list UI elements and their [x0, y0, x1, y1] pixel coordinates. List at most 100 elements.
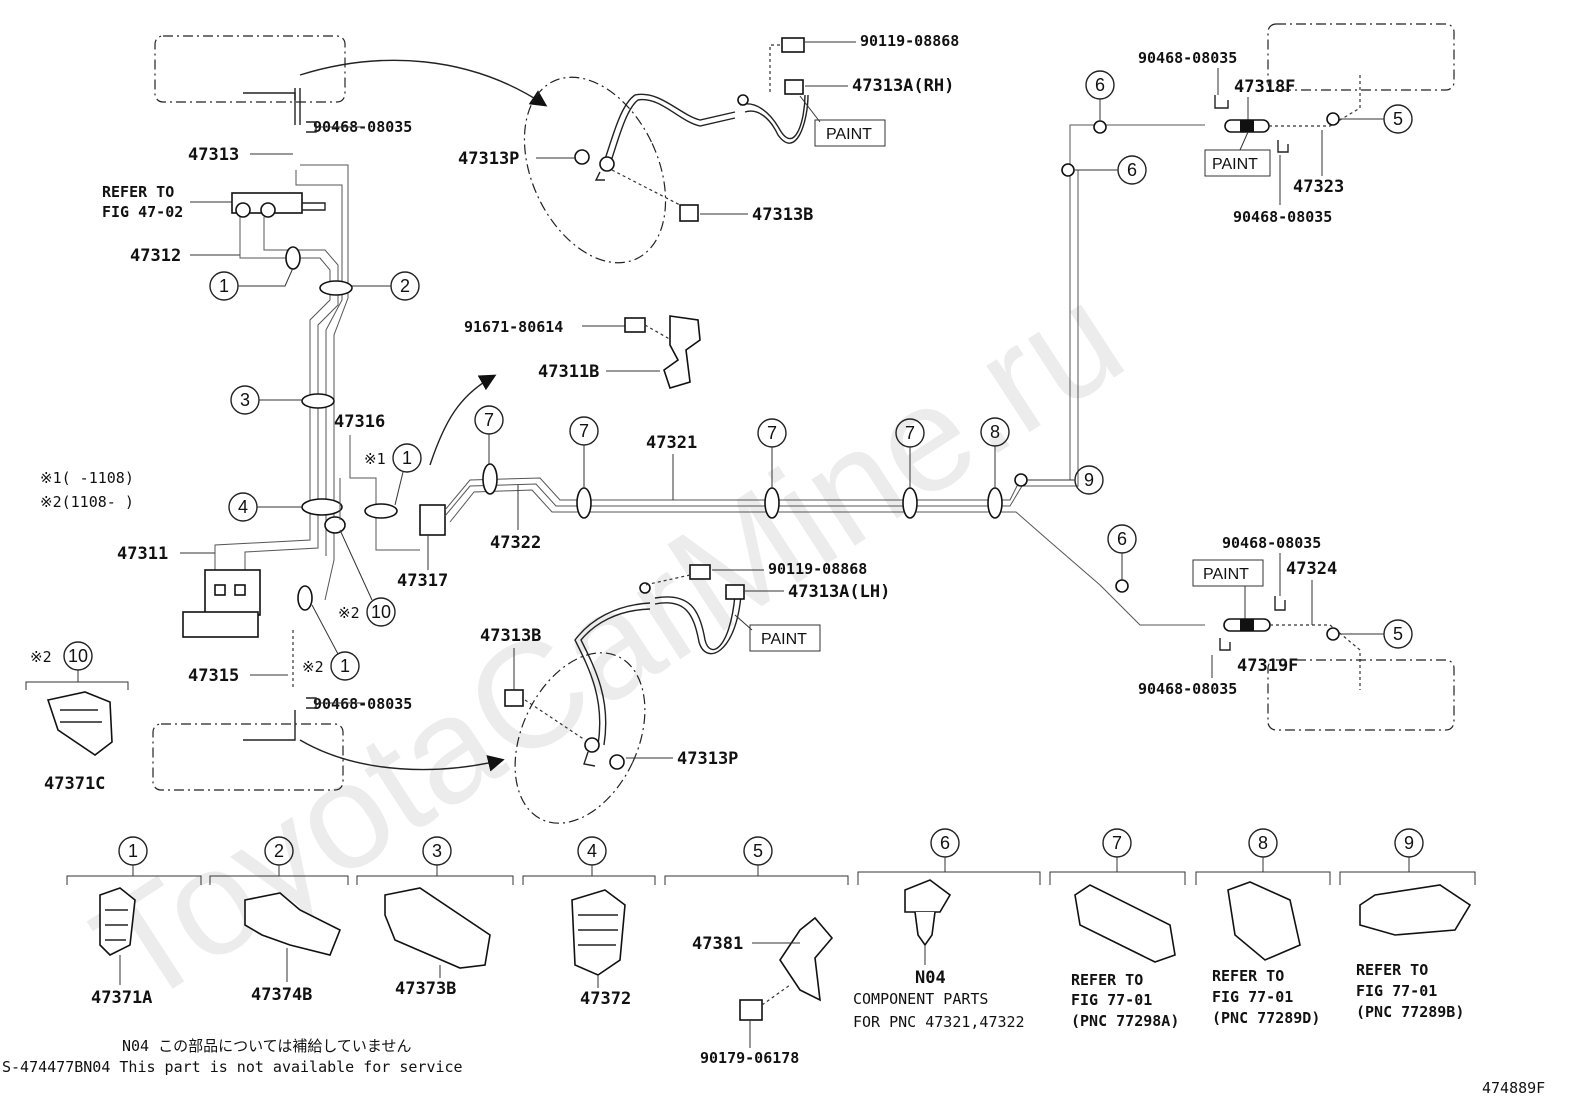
svg-text:6: 6	[1127, 160, 1137, 180]
mark-2-b: ※2	[302, 658, 324, 676]
marker-6-c: 6	[1107, 524, 1137, 554]
hose-rh	[602, 93, 736, 166]
marker-1-c: 1	[330, 651, 360, 681]
caliper-zone-rh	[523, 76, 667, 264]
marker-5-a: 5	[1383, 104, 1413, 134]
legend-47373B: 47373B	[395, 979, 456, 999]
flow-arrow-top	[299, 59, 548, 107]
svg-text:10: 10	[371, 602, 391, 622]
svg-text:5: 5	[1393, 109, 1403, 129]
label-47321: 47321	[646, 433, 697, 453]
legend-47374B: 47374B	[251, 985, 312, 1005]
svg-text:3: 3	[432, 841, 442, 861]
gasket-47313P-top	[574, 149, 590, 165]
union-47318F	[1224, 119, 1270, 133]
paint-box-rr	[1192, 559, 1264, 587]
legend-7-refer: REFER TO	[1071, 971, 1143, 989]
paint-label-rf: PAINT	[1212, 156, 1258, 173]
legend-47381: 47381	[692, 934, 743, 954]
marker-6-a: 6	[1085, 70, 1115, 100]
front-area-box	[154, 35, 346, 103]
footer-note-en: S-474477BN04 This part is not available …	[2, 1058, 463, 1076]
flow-arrow-mid	[429, 374, 497, 466]
svg-text:5: 5	[753, 841, 763, 861]
label-47324: 47324	[1286, 559, 1337, 579]
svg-text:7: 7	[905, 423, 915, 443]
svg-text:5: 5	[1393, 624, 1403, 644]
label-90119-08868-mid: 90119-08868	[768, 560, 867, 578]
legend-9-fig: FIG 77-01	[1356, 982, 1437, 1000]
label-90468-d: 90468-08035	[1138, 680, 1237, 698]
legend-7-pnc: (PNC 77298A)	[1071, 1012, 1179, 1030]
svg-text:1: 1	[340, 656, 350, 676]
label-47316: 47316	[334, 412, 385, 432]
gasket-47313P-bot	[609, 754, 625, 770]
marker-10-a: 10	[366, 597, 396, 627]
label-47313B-top: 47313B	[752, 205, 813, 225]
marker-7-a: 7	[474, 405, 504, 435]
joint-47317	[419, 504, 446, 536]
svg-text:6: 6	[940, 833, 950, 853]
rear-left-area-box	[152, 723, 344, 791]
label-47318F: 47318F	[1234, 77, 1295, 97]
marker-1-b: 1	[392, 443, 422, 473]
legend-8-refer: REFER TO	[1212, 967, 1284, 985]
marker-10-b: 10	[63, 641, 93, 671]
marker-9-a: 9	[1074, 465, 1104, 495]
flow-arrow-bottom	[299, 739, 505, 772]
marker-2-a: 2	[390, 271, 420, 301]
bracket-47311B	[663, 315, 701, 389]
svg-text:7: 7	[1112, 833, 1122, 853]
label-47313P-bot: 47313P	[677, 749, 738, 769]
clamp-8	[1227, 881, 1301, 961]
label-47371C: 47371C	[44, 774, 105, 794]
svg-text:9: 9	[1404, 833, 1414, 853]
label-47317: 47317	[397, 571, 448, 591]
clamp-47372	[571, 889, 626, 976]
clamp-7	[1074, 884, 1176, 963]
bolt-90119-lh	[689, 564, 711, 580]
svg-text:7: 7	[579, 421, 589, 441]
svg-text:1: 1	[402, 448, 412, 468]
label-90468-a: 90468-08035	[1138, 49, 1237, 67]
svg-text:3: 3	[240, 390, 250, 410]
svg-text:9: 9	[1084, 470, 1094, 490]
svg-text:4: 4	[238, 497, 248, 517]
mark-2-a: ※2	[338, 604, 360, 622]
paint-box-rf	[1204, 149, 1271, 177]
legend-row: 1 47371A 2 47374B 3 47373B 4 47372 5 473…	[66, 828, 1476, 1067]
label-47313A-lh: 47313A(LH)	[788, 582, 890, 602]
marker-4-a: 4	[228, 492, 258, 522]
svg-text:4: 4	[587, 841, 597, 861]
svg-text:7: 7	[767, 423, 777, 443]
footer-note-jp: N04 この部品については補給していません	[122, 1037, 411, 1055]
label-refer-to: REFER TO	[102, 183, 174, 201]
label-90468-left-bot: 90468-08035	[313, 695, 412, 713]
legend-47371A: 47371A	[91, 988, 152, 1008]
svg-text:1: 1	[128, 841, 138, 861]
label-47313P-top: 47313P	[458, 149, 519, 169]
abs-actuator-47311	[182, 569, 261, 638]
legend-90179-06178: 90179-06178	[700, 1049, 799, 1067]
label-47311: 47311	[117, 544, 168, 564]
right-rear-area-box	[1267, 659, 1455, 731]
label-90468-b: 90468-08035	[1233, 208, 1332, 226]
right-front-area-box	[1267, 23, 1455, 91]
svg-text:7: 7	[484, 410, 494, 430]
label-47312: 47312	[130, 246, 181, 266]
label-90468-c: 90468-08035	[1222, 534, 1321, 552]
label-47311B: 47311B	[538, 362, 599, 382]
svg-text:8: 8	[990, 422, 1000, 442]
legend-8-pnc: (PNC 77289D)	[1212, 1009, 1320, 1027]
label-47313B-bot: 47313B	[480, 626, 541, 646]
svg-text:1: 1	[219, 276, 229, 296]
paint-label-rh: PAINT	[826, 126, 872, 143]
clamp-47371A	[99, 887, 136, 956]
paint-label-rr: PAINT	[1203, 566, 1249, 583]
legend-9-refer: REFER TO	[1356, 961, 1428, 979]
marker-7-b: 7	[569, 416, 599, 446]
mark-1-a: ※1	[364, 450, 386, 468]
bolt-47313B-bot	[504, 689, 524, 707]
bracket-47381	[779, 916, 834, 1002]
svg-text:6: 6	[1117, 529, 1127, 549]
